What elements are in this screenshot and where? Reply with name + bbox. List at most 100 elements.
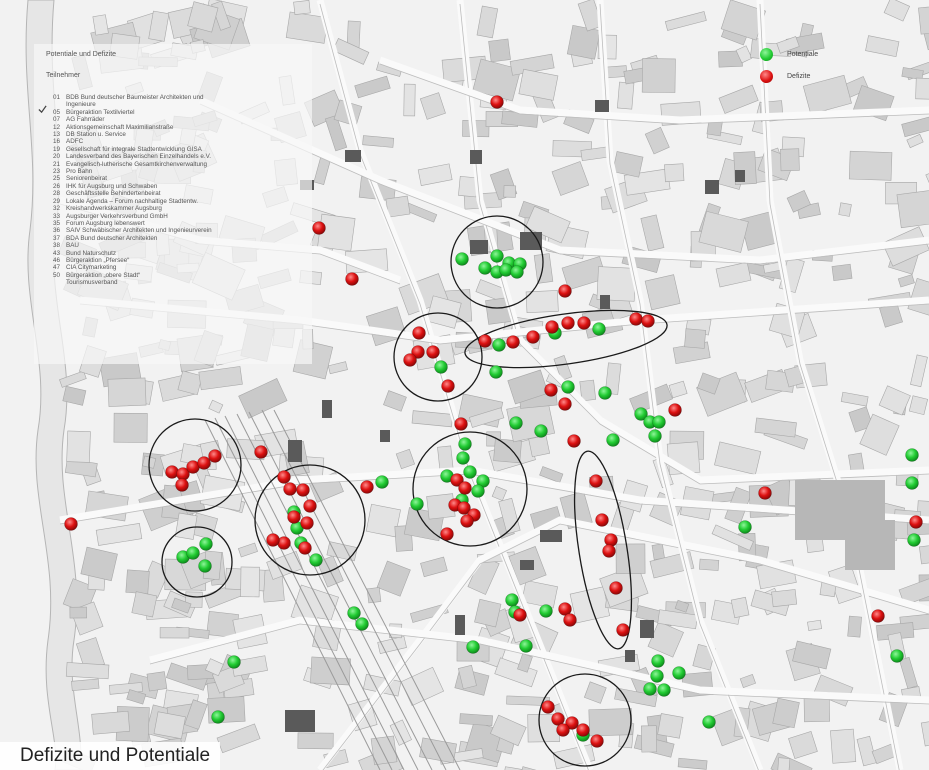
potential-marker[interactable] — [490, 249, 504, 263]
deficit-marker[interactable] — [441, 379, 455, 393]
potential-marker[interactable] — [890, 649, 904, 663]
deficit-marker[interactable] — [589, 474, 603, 488]
potential-marker[interactable] — [347, 606, 361, 620]
potential-marker[interactable] — [634, 407, 648, 421]
potential-marker[interactable] — [651, 654, 665, 668]
potential-marker[interactable] — [456, 451, 470, 465]
potential-marker[interactable] — [509, 416, 523, 430]
potential-marker[interactable] — [471, 484, 485, 498]
deficit-marker[interactable] — [668, 403, 682, 417]
deficit-marker[interactable] — [595, 513, 609, 527]
deficit-marker[interactable] — [558, 284, 572, 298]
deficit-marker[interactable] — [541, 700, 555, 714]
deficit-marker[interactable] — [545, 320, 559, 334]
potential-marker[interactable] — [510, 265, 524, 279]
potential-marker[interactable] — [309, 553, 323, 567]
deficit-marker[interactable] — [576, 723, 590, 737]
deficit-marker[interactable] — [360, 480, 374, 494]
potential-marker[interactable] — [539, 604, 553, 618]
deficit-marker[interactable] — [565, 716, 579, 730]
deficit-marker[interactable] — [460, 514, 474, 528]
potential-marker[interactable] — [534, 424, 548, 438]
potential-marker[interactable] — [199, 537, 213, 551]
potential-marker[interactable] — [702, 715, 716, 729]
potential-marker[interactable] — [738, 520, 752, 534]
potential-marker[interactable] — [905, 448, 919, 462]
potential-marker[interactable] — [650, 669, 664, 683]
potential-marker[interactable] — [652, 415, 666, 429]
potential-marker[interactable] — [561, 380, 575, 394]
deficit-marker[interactable] — [567, 434, 581, 448]
deficit-marker[interactable] — [283, 482, 297, 496]
deficit-marker[interactable] — [513, 608, 527, 622]
potential-marker[interactable] — [455, 252, 469, 266]
potential-marker[interactable] — [211, 710, 225, 724]
deficit-marker[interactable] — [457, 501, 471, 515]
deficit-marker[interactable] — [909, 515, 923, 529]
potential-marker[interactable] — [907, 533, 921, 547]
deficit-marker[interactable] — [602, 544, 616, 558]
potential-marker[interactable] — [355, 617, 369, 631]
potential-marker[interactable] — [598, 386, 612, 400]
potential-marker[interactable] — [606, 433, 620, 447]
potential-marker[interactable] — [592, 322, 606, 336]
deficit-marker[interactable] — [296, 483, 310, 497]
deficit-marker[interactable] — [403, 353, 417, 367]
deficit-marker[interactable] — [412, 326, 426, 340]
deficit-marker[interactable] — [629, 312, 643, 326]
deficit-marker[interactable] — [454, 417, 468, 431]
potential-marker[interactable] — [672, 666, 686, 680]
deficit-marker[interactable] — [551, 712, 565, 726]
deficit-marker[interactable] — [478, 334, 492, 348]
potential-marker[interactable] — [648, 429, 662, 443]
deficit-marker[interactable] — [556, 723, 570, 737]
deficit-marker[interactable] — [411, 345, 425, 359]
deficit-marker[interactable] — [506, 335, 520, 349]
deficit-marker[interactable] — [266, 533, 280, 547]
deficit-marker[interactable] — [758, 486, 772, 500]
deficit-marker[interactable] — [871, 609, 885, 623]
potential-marker[interactable] — [463, 465, 477, 479]
potential-marker[interactable] — [375, 475, 389, 489]
deficit-marker[interactable] — [558, 602, 572, 616]
potential-marker[interactable] — [434, 360, 448, 374]
deficit-marker[interactable] — [609, 581, 623, 595]
deficit-marker[interactable] — [277, 470, 291, 484]
potential-marker[interactable] — [186, 546, 200, 560]
potential-marker[interactable] — [643, 682, 657, 696]
deficit-marker[interactable] — [450, 473, 464, 487]
potential-marker[interactable] — [492, 338, 506, 352]
potential-marker[interactable] — [657, 683, 671, 697]
deficit-marker[interactable] — [426, 345, 440, 359]
potential-marker[interactable] — [478, 261, 492, 275]
deficit-marker[interactable] — [641, 314, 655, 328]
deficit-marker[interactable] — [561, 316, 575, 330]
potential-marker[interactable] — [489, 365, 503, 379]
deficit-marker[interactable] — [64, 517, 78, 531]
deficit-marker[interactable] — [558, 397, 572, 411]
deficit-marker[interactable] — [440, 527, 454, 541]
deficit-marker[interactable] — [458, 481, 472, 495]
deficit-marker[interactable] — [254, 445, 268, 459]
potential-marker[interactable] — [905, 476, 919, 490]
deficit-marker[interactable] — [197, 456, 211, 470]
deficit-marker[interactable] — [208, 449, 222, 463]
deficit-marker[interactable] — [345, 272, 359, 286]
deficit-marker[interactable] — [312, 221, 326, 235]
deficit-marker[interactable] — [616, 623, 630, 637]
deficit-marker[interactable] — [298, 541, 312, 555]
potential-marker[interactable] — [198, 559, 212, 573]
potential-marker[interactable] — [410, 497, 424, 511]
deficit-marker[interactable] — [577, 316, 591, 330]
deficit-marker[interactable] — [175, 478, 189, 492]
deficit-marker[interactable] — [590, 734, 604, 748]
potential-marker[interactable] — [519, 639, 533, 653]
potential-marker[interactable] — [466, 640, 480, 654]
deficit-marker[interactable] — [526, 330, 540, 344]
deficit-marker[interactable] — [287, 510, 301, 524]
potential-marker[interactable] — [505, 593, 519, 607]
deficit-marker[interactable] — [490, 95, 504, 109]
deficit-marker[interactable] — [303, 499, 317, 513]
deficit-marker[interactable] — [544, 383, 558, 397]
deficit-marker[interactable] — [563, 613, 577, 627]
